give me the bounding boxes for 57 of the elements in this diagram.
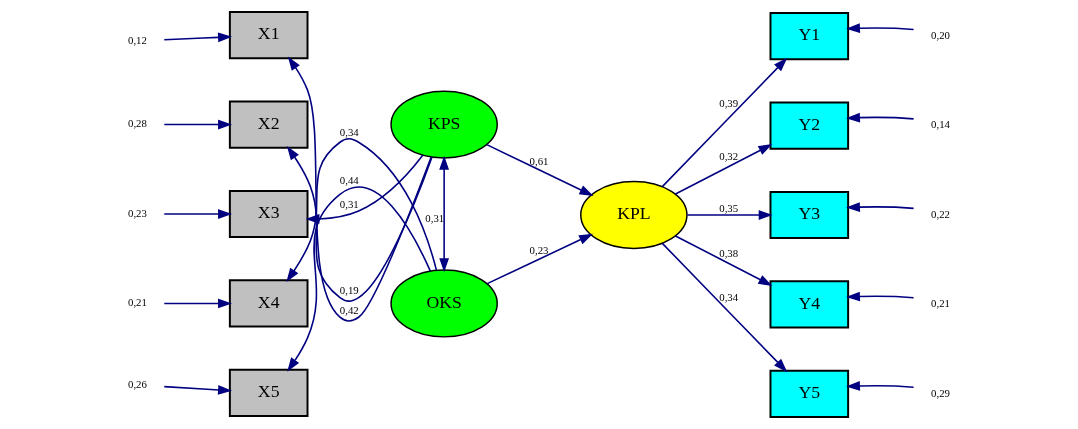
arrow xyxy=(439,155,450,273)
node-box: Y4 xyxy=(769,280,850,329)
edge-label: 0,34 xyxy=(339,126,359,139)
edge-label: 0,31 xyxy=(339,197,359,210)
node-text: 0,21 xyxy=(931,297,950,310)
arrow xyxy=(686,210,773,220)
node-box: X3 xyxy=(228,189,309,239)
arrow xyxy=(163,32,233,43)
node-text: 0,28 xyxy=(128,117,147,130)
node-box: Y5 xyxy=(769,369,850,418)
edge-label: 0,35 xyxy=(719,201,739,214)
node-text: 0,21 xyxy=(128,296,147,309)
arrow xyxy=(163,119,233,130)
edge-label: 0,34 xyxy=(719,291,739,304)
arrow xyxy=(486,233,594,285)
node-box: X4 xyxy=(228,279,309,328)
arrow xyxy=(287,56,432,322)
edge-label: 0,32 xyxy=(719,149,739,162)
arrow xyxy=(163,298,233,309)
arrow xyxy=(846,291,915,302)
arrow xyxy=(846,112,915,123)
node-text: 0,26 xyxy=(128,377,147,390)
arrow xyxy=(287,186,432,372)
arrow xyxy=(163,209,233,219)
node-ellipse: KPS xyxy=(390,90,498,159)
arrow xyxy=(846,202,915,212)
arrow xyxy=(674,144,773,195)
node-text: 0,23 xyxy=(128,206,147,219)
edge-label: 0,23 xyxy=(529,244,549,257)
node-text: 0,22 xyxy=(931,207,950,220)
edge-label: 0,61 xyxy=(529,154,549,167)
node-text: 0,14 xyxy=(931,118,950,131)
edge-label: 0,39 xyxy=(719,96,739,109)
edge-label: 0,19 xyxy=(339,284,359,297)
node-box: X1 xyxy=(228,11,309,60)
edge-label: 0,44 xyxy=(339,174,359,187)
node-ellipse: OKS xyxy=(390,269,498,338)
arrow xyxy=(486,143,594,196)
node-text: 0,20 xyxy=(931,28,950,41)
node-text: 0,29 xyxy=(931,386,950,399)
edge-label: 0,31 xyxy=(425,212,445,225)
arrow xyxy=(661,57,788,188)
node-box: X2 xyxy=(228,100,309,149)
node-box: X5 xyxy=(228,368,309,417)
node-text: 0,12 xyxy=(128,33,147,46)
edge-label: 0,42 xyxy=(339,304,359,317)
arrow xyxy=(286,145,433,302)
node-box: Y3 xyxy=(769,190,850,240)
node-box: Y2 xyxy=(769,101,850,150)
arrow xyxy=(661,242,788,373)
arrow xyxy=(163,385,232,395)
arrow xyxy=(846,23,915,34)
arrow xyxy=(674,235,773,286)
node-box: Y1 xyxy=(769,12,850,61)
arrow xyxy=(286,138,438,283)
edge-label: 0,38 xyxy=(719,247,739,260)
arrow xyxy=(846,381,915,391)
